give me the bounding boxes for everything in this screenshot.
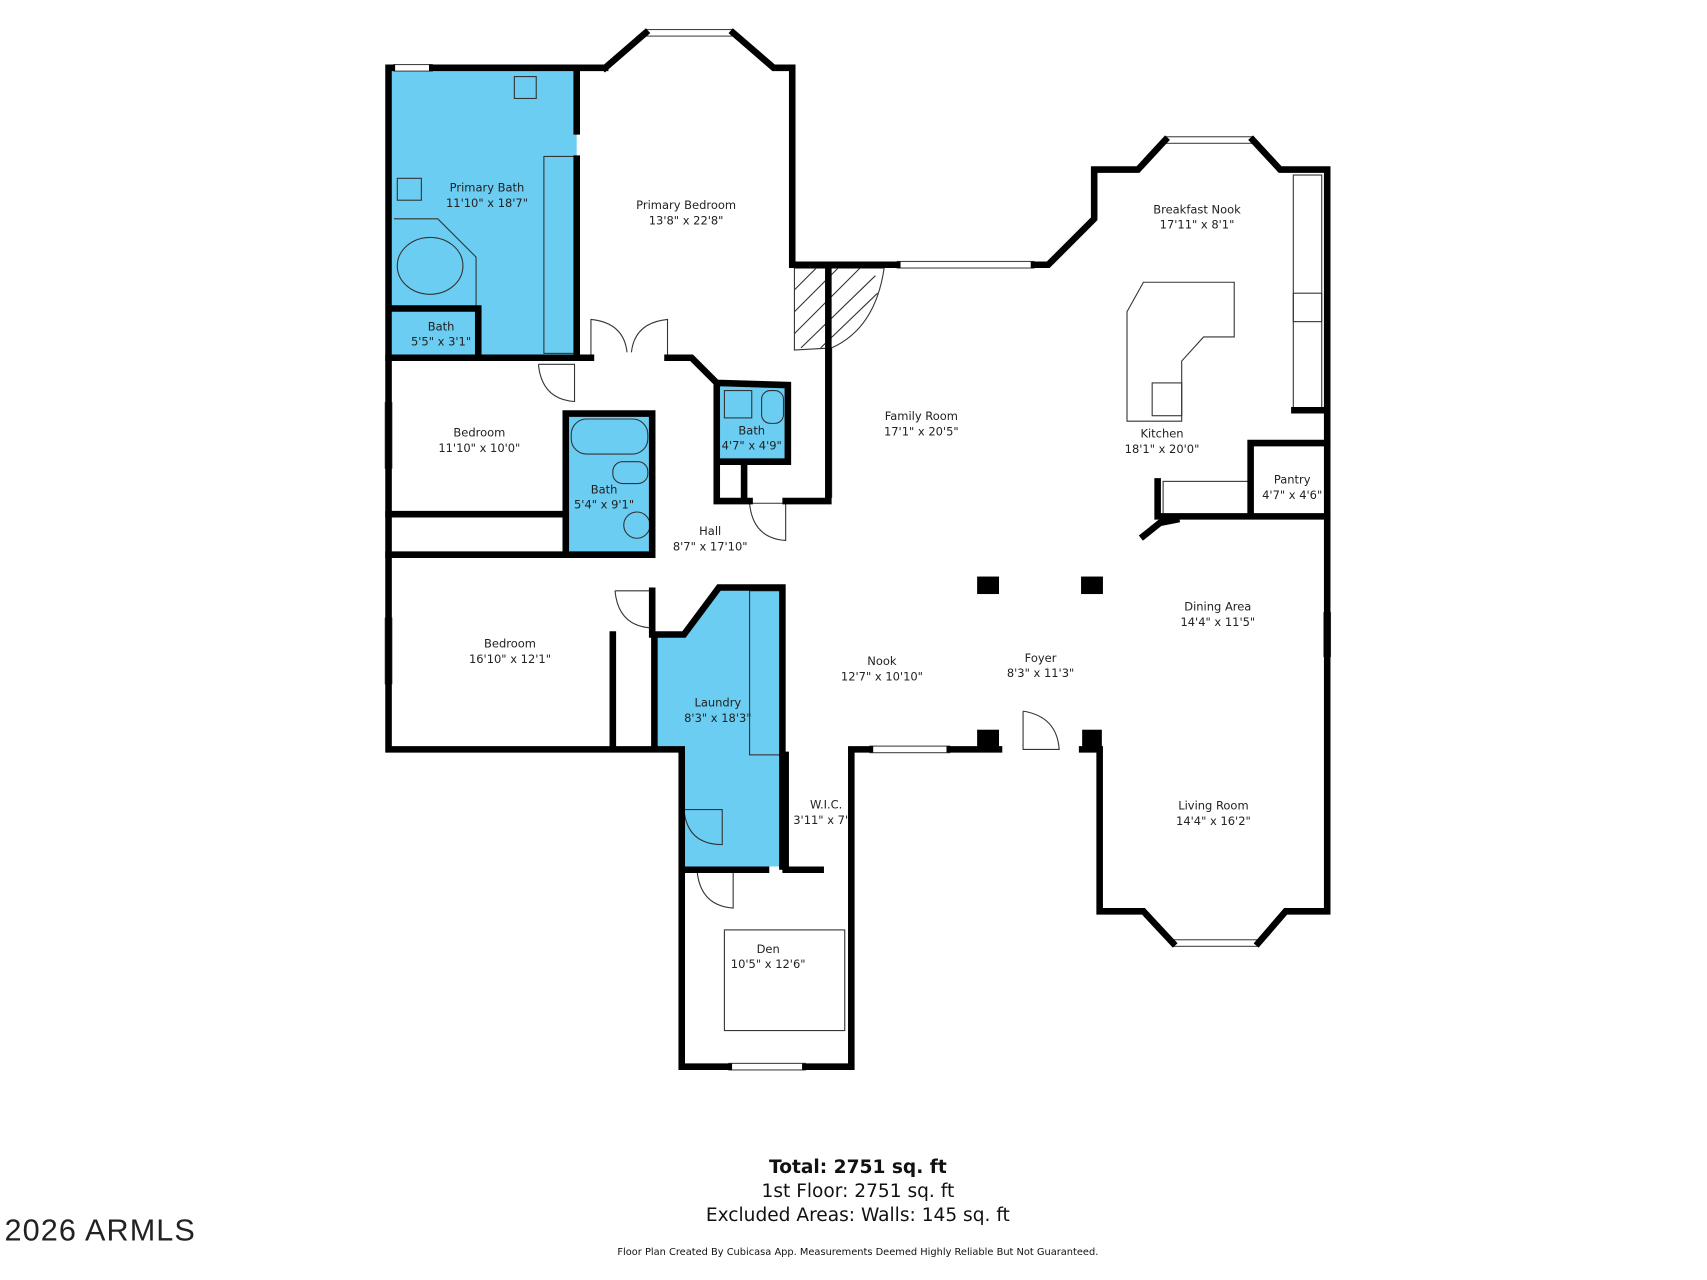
svg-text:W.I.C.: W.I.C. (810, 797, 842, 811)
svg-text:13'8" x 22'8": 13'8" x 22'8" (649, 213, 724, 227)
svg-text:4'7" x 4'6": 4'7" x 4'6" (1262, 488, 1322, 502)
svg-text:Pantry: Pantry (1274, 473, 1311, 487)
svg-text:Nook: Nook (867, 654, 897, 668)
svg-text:Family Room: Family Room (885, 409, 958, 423)
svg-text:Bedroom: Bedroom (484, 637, 536, 651)
svg-text:11'10" x 10'0": 11'10" x 10'0" (438, 441, 520, 455)
room-bath-small: Bath 5'5" x 3'1" (411, 319, 471, 348)
svg-text:11'10" x 18'7": 11'10" x 18'7" (446, 196, 528, 210)
svg-text:14'4" x 11'5": 14'4" x 11'5" (1180, 615, 1255, 629)
room-wic: W.I.C. 3'11" x 7' (793, 797, 848, 826)
svg-text:Dining Area: Dining Area (1184, 599, 1251, 613)
columns (977, 576, 1103, 750)
room-bath-hall: Bath 5'4" x 9'1" (574, 482, 634, 511)
svg-text:8'3" x 11'3": 8'3" x 11'3" (1007, 666, 1074, 680)
svg-text:Foyer: Foyer (1025, 651, 1057, 665)
room-breakfast-nook: Breakfast Nook 17'11" x 8'1" (1153, 202, 1241, 231)
svg-text:17'11" x 8'1": 17'11" x 8'1" (1160, 218, 1235, 232)
room-labels: Primary Bath 11'10" x 18'7" Primary Bedro… (411, 180, 1322, 971)
svg-text:Hall: Hall (699, 524, 721, 538)
svg-text:16'10" x 12'1": 16'10" x 12'1" (469, 652, 551, 666)
svg-text:17'1" x 20'5": 17'1" x 20'5" (884, 424, 959, 438)
svg-text:8'3" x 18'3": 8'3" x 18'3" (684, 711, 751, 725)
room-dining-area: Dining Area 14'4" x 11'5" (1180, 599, 1255, 628)
svg-text:Laundry: Laundry (694, 696, 741, 710)
svg-text:3'11" x 7': 3'11" x 7' (793, 813, 848, 827)
svg-text:10'5" x 12'6": 10'5" x 12'6" (731, 957, 806, 971)
disclaimer: Floor Plan Created By Cubicasa App. Meas… (617, 1247, 1098, 1258)
svg-text:Den: Den (757, 942, 780, 956)
svg-text:Primary Bath: Primary Bath (450, 180, 525, 194)
svg-text:8'7" x 17'10": 8'7" x 17'10" (673, 539, 748, 553)
svg-text:Breakfast Nook: Breakfast Nook (1153, 202, 1241, 216)
svg-text:5'4" x 9'1": 5'4" x 9'1" (574, 498, 634, 512)
svg-text:Primary Bedroom: Primary Bedroom (636, 198, 736, 212)
svg-text:12'7" x 10'10": 12'7" x 10'10" (841, 669, 923, 683)
room-bath-half: Bath 4'7" x 4'9" (722, 423, 782, 452)
stair-hatch (793, 267, 885, 351)
svg-text:5'5" x 3'1": 5'5" x 3'1" (411, 335, 471, 349)
svg-text:18'1" x 20'0": 18'1" x 20'0" (1125, 442, 1200, 456)
excluded-area: Excluded Areas: Walls: 145 sq. ft (706, 1205, 1010, 1226)
svg-text:14'4" x 16'2": 14'4" x 16'2" (1176, 814, 1251, 828)
svg-text:Bedroom: Bedroom (453, 426, 505, 440)
svg-text:4'7" x 4'9": 4'7" x 4'9" (722, 439, 782, 453)
walls (385, 28, 1331, 1070)
room-primary-bath: Primary Bath 11'10" x 18'7" (446, 180, 528, 209)
svg-text:Kitchen: Kitchen (1140, 427, 1183, 441)
floor1-area: 1st Floor: 2751 sq. ft (762, 1181, 955, 1202)
total-area: Total: 2751 sq. ft (769, 1157, 947, 1178)
svg-text:Bath: Bath (591, 482, 618, 496)
svg-text:Bath: Bath (738, 423, 765, 437)
svg-text:Bath: Bath (428, 319, 455, 333)
svg-text:Living Room: Living Room (1178, 799, 1248, 813)
watermark: 2026 ARMLS (5, 1214, 196, 1248)
fixtures (394, 76, 1323, 1032)
